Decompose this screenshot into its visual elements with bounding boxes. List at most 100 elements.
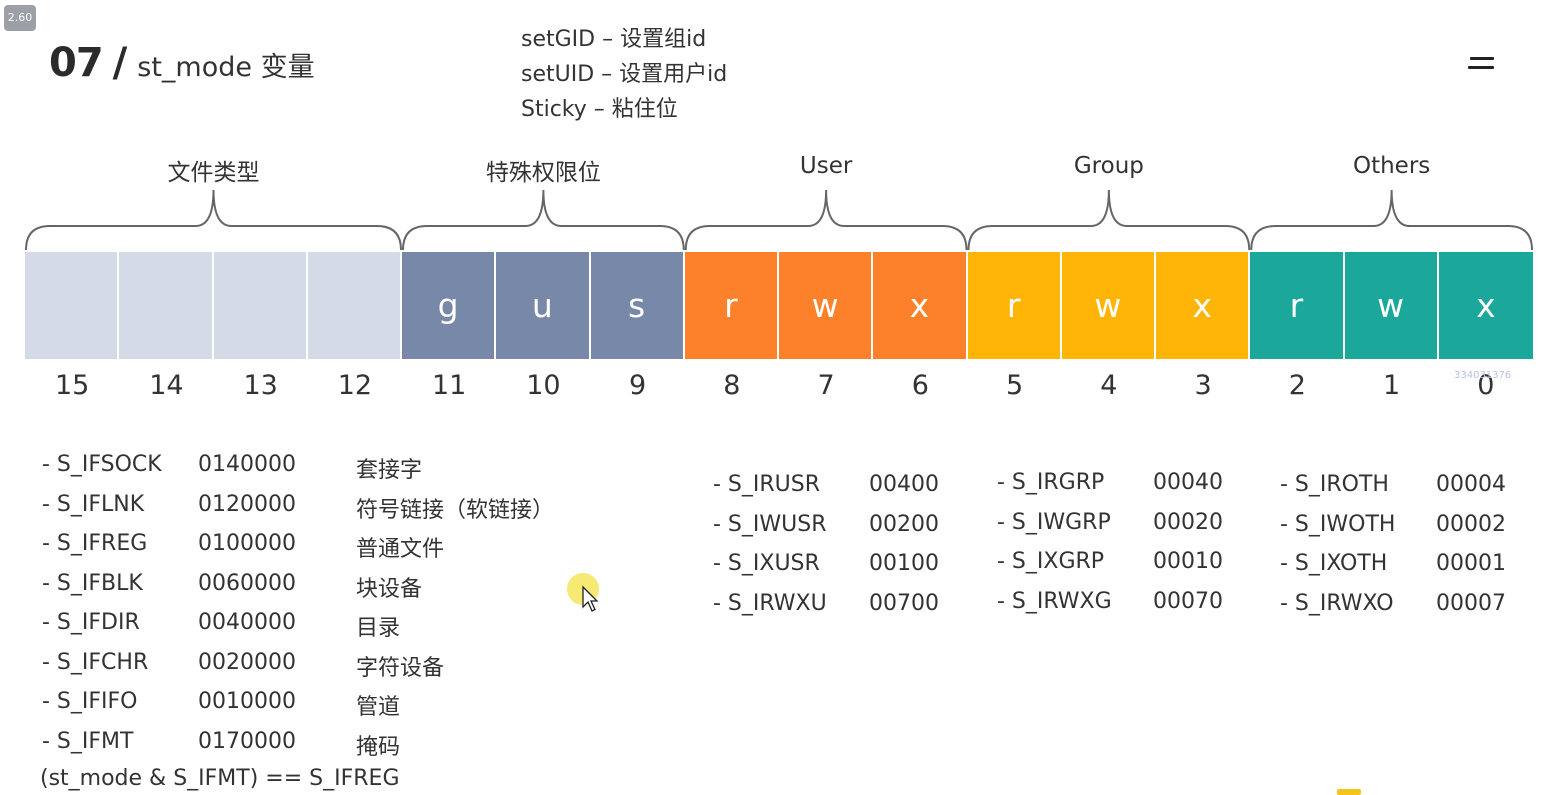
- title-number: 07: [49, 40, 104, 86]
- constant-value: 00010: [1153, 549, 1223, 574]
- constant-name: - S_IFIFO: [42, 689, 138, 714]
- constant-name: - S_IRWXO: [1280, 590, 1394, 616]
- bit-number-6: 6: [911, 370, 929, 401]
- bit-cell-9: s: [590, 252, 685, 359]
- bit-cell-11: g: [402, 252, 497, 359]
- bit-cell-10: u: [496, 252, 591, 359]
- watermark: 334031376: [1454, 370, 1512, 381]
- bit-cell-13: [213, 252, 308, 359]
- group-label-group: Group: [1073, 153, 1144, 179]
- constant-name: - S_IWGRP: [997, 509, 1111, 535]
- group-label-special: 特殊权限位: [485, 160, 601, 186]
- title-name: st_mode 变量: [137, 52, 315, 83]
- bit-number-14: 14: [149, 370, 184, 401]
- constant-value: 00007: [1436, 590, 1506, 616]
- constant-value: 00004: [1436, 472, 1506, 497]
- file-types-row: - S_IFCHR 0020000 字符设备: [42, 650, 602, 690]
- group-label-others: Others: [1352, 153, 1431, 179]
- group-perms-row: - S_IWGRP 00020: [997, 510, 1237, 550]
- constant-name: - S_IWOTH: [1280, 511, 1396, 537]
- bit-number-11: 11: [431, 370, 467, 401]
- speed-badge: 2.60: [4, 5, 36, 31]
- constant-name: - S_IFMT: [42, 728, 134, 754]
- bit-number-3: 3: [1194, 370, 1212, 401]
- constant-value: 0100000: [198, 531, 296, 556]
- bit-number-12: 12: [337, 370, 373, 401]
- other-perms-row: - S_IRWXO 00007: [1280, 591, 1520, 631]
- bracket-file_type: [25, 189, 402, 250]
- file-types-row: - S_IFREG 0100000 普通文件: [42, 531, 602, 571]
- constant-value: 00040: [1153, 470, 1223, 495]
- bit-cell-3: x: [1156, 252, 1251, 359]
- constant-name: - S_IXGRP: [997, 549, 1105, 574]
- constant-description: 掩码: [356, 734, 401, 760]
- bit-cell-5: r: [967, 252, 1062, 359]
- constant-name: - S_IFCHR: [42, 649, 149, 675]
- constant-name: - S_IFLNK: [42, 491, 145, 517]
- constant-value: 0020000: [198, 649, 296, 675]
- bracket-special: [402, 189, 685, 250]
- constant-value: 00070: [1153, 588, 1223, 614]
- bit-cell-12: [307, 252, 402, 359]
- constant-name: - S_IFDIR: [42, 610, 140, 635]
- bit-number-7: 7: [817, 370, 835, 401]
- constant-value: 00100: [869, 551, 939, 576]
- constant-name: - S_IFSOCK: [42, 452, 162, 477]
- constant-name: - S_IRWXU: [713, 590, 827, 616]
- constant-name: - S_IWUSR: [713, 511, 827, 537]
- constant-name: - S_IFBLK: [42, 570, 143, 596]
- bit-number-15: 15: [54, 370, 90, 401]
- bracket-user: [684, 189, 968, 250]
- bit-number-10: 10: [526, 370, 561, 401]
- user-perms-row: - S_IRWXU 00700: [713, 591, 953, 631]
- user-perms-row: - S_IWUSR 00200: [713, 512, 953, 552]
- bit-number-0: 0: [1477, 370, 1495, 401]
- bit-number-13: 13: [243, 370, 278, 401]
- special-bit-notes: setGID – 设置组id setUID – 设置用户id Sticky – …: [521, 22, 727, 127]
- constant-value: 00001: [1436, 551, 1506, 576]
- constant-name: - S_IRUSR: [713, 472, 821, 497]
- bit-number-8: 8: [723, 370, 741, 401]
- slide-title: 07 / st_mode 变量: [49, 40, 315, 86]
- constant-value: 00020: [1153, 509, 1223, 535]
- constant-value: 0120000: [198, 491, 296, 517]
- constant-value: 0040000: [198, 610, 296, 635]
- constant-value: 00700: [869, 590, 939, 616]
- menu-icon[interactable]: [1462, 52, 1498, 76]
- title-slash: /: [112, 40, 128, 86]
- group-brackets: [25, 189, 1533, 250]
- note-setgid: setGID – 设置组id: [521, 27, 707, 52]
- constant-value: 00002: [1436, 511, 1506, 537]
- corner-mark: [1337, 789, 1361, 795]
- bit-number-4: 4: [1100, 370, 1118, 401]
- bit-cell-15: [25, 252, 120, 359]
- constant-name: - S_IFREG: [42, 531, 148, 556]
- bit-number-1: 1: [1383, 370, 1401, 401]
- mouse-cursor-icon: [567, 573, 599, 612]
- bit-cell-2: r: [1250, 252, 1345, 359]
- constant-description: 普通文件: [356, 537, 445, 562]
- bit-number-5: 5: [1006, 370, 1024, 401]
- constant-description: 字符设备: [356, 655, 445, 681]
- group-perms-row: - S_IXGRP 00010: [997, 549, 1237, 589]
- bracket-group: [967, 189, 1251, 250]
- bit-cell-14: [119, 252, 214, 359]
- group-label-file_type: 文件类型: [167, 160, 260, 186]
- constant-name: - S_IXUSR: [713, 551, 820, 576]
- constant-value: 00200: [869, 511, 939, 537]
- formula: (st_mode & S_IFMT) == S_IFREG: [40, 766, 400, 791]
